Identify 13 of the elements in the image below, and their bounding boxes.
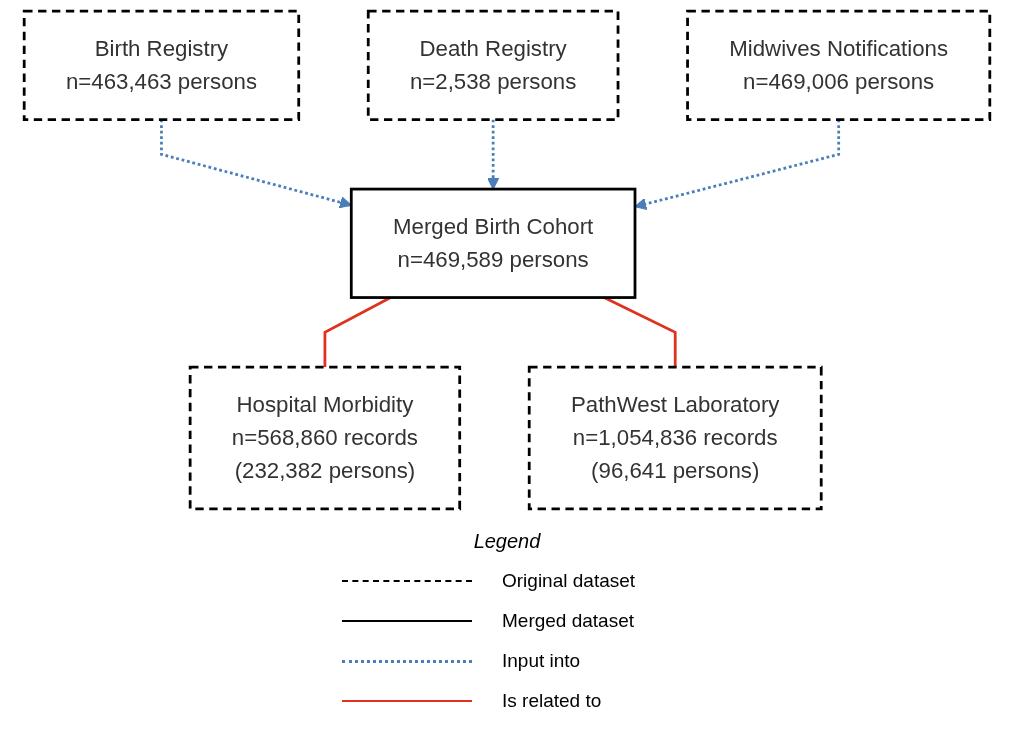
node-box: Death Registry n=2,538 persons (366, 9, 620, 121)
arrow (160, 119, 352, 209)
node-box: Midwives Notifications n=469,006 persons (686, 9, 992, 121)
node-box: Birth Registry n=463,463 persons (22, 9, 301, 121)
legend-text: Is related to (502, 690, 603, 712)
node-box: PathWest Laboratory n=1,054,836 records (96,641 persons) (527, 365, 823, 511)
node-box: Hospital Morbidity n=568,860 records (232,382 persons) (188, 365, 462, 511)
node-box: Merged Birth Cohort n=469,589 persons (349, 187, 637, 299)
legend-title: Legend (473, 530, 541, 553)
arrow (487, 119, 500, 190)
legend-text: Merged dataset (502, 610, 636, 632)
legend-text: Original dataset (502, 570, 637, 592)
legend-text: Input into (502, 650, 582, 672)
